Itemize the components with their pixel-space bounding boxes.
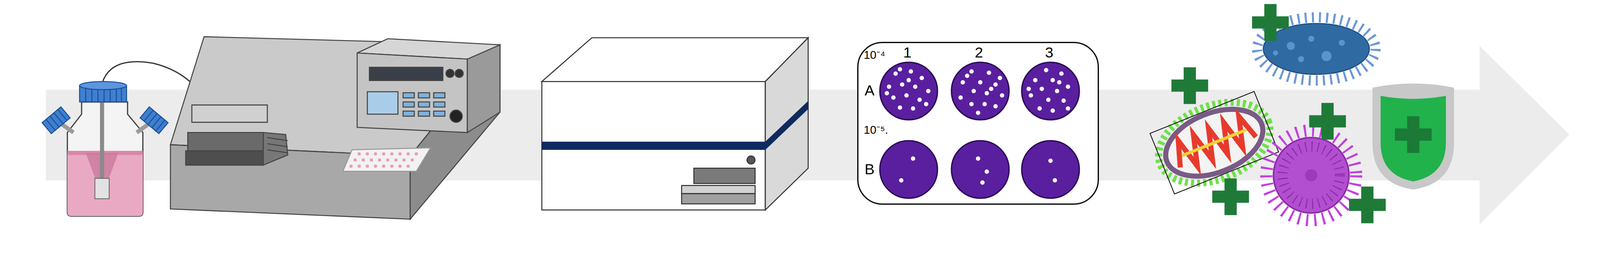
plate-row-b <box>879 140 1080 199</box>
plaque-assay-panel: 10⁻⁴ 1 2 3A 10⁻⁵. B <box>857 41 1099 206</box>
plate-instrument <box>170 36 500 220</box>
well-plate <box>349 152 419 169</box>
column-number: 2 <box>975 44 984 60</box>
dilution-label: 10⁻⁴ <box>863 49 886 61</box>
dilution-label: 10⁻⁵. <box>863 124 889 136</box>
column-number: 1 <box>903 44 912 60</box>
analyzer-box <box>541 37 808 211</box>
pathogen-group <box>1146 3 1386 224</box>
plaque-plates <box>858 43 1098 204</box>
protection-shield <box>1372 83 1455 190</box>
plate-row-a <box>879 62 1080 121</box>
row-label: B <box>864 161 875 177</box>
row-label: A <box>864 82 875 98</box>
column-number: 3 <box>1045 44 1054 60</box>
